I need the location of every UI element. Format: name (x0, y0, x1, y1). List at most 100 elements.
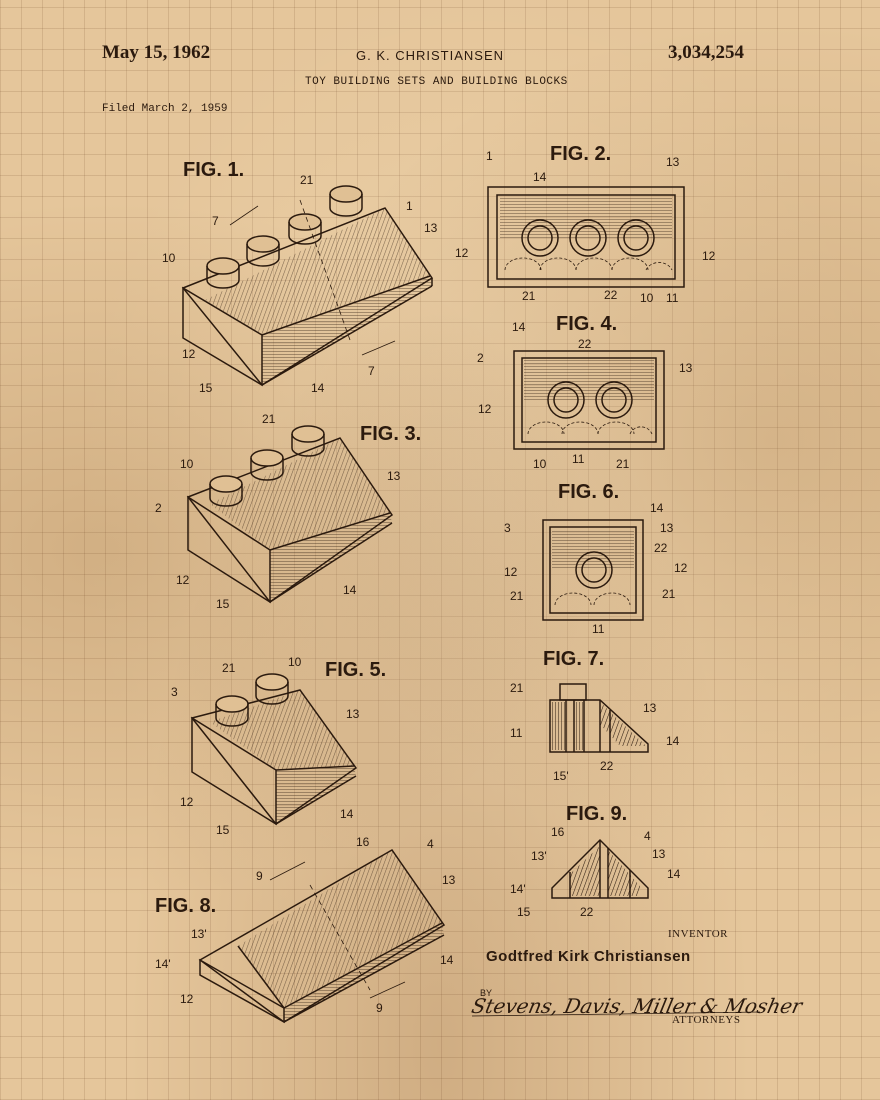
fig6-ref-12a: 12 (504, 565, 518, 579)
fig9-ref-13p: 13' (531, 849, 547, 863)
fig8-ref-14p: 14' (155, 957, 171, 971)
fig4-ref-12: 12 (478, 402, 492, 416)
fig1-ref-21: 21 (300, 173, 314, 187)
fig5-ref-21: 21 (222, 661, 236, 675)
fig1-ref-1: 1 (406, 199, 413, 213)
fig8-ref-13: 13 (442, 873, 456, 887)
fig3-ref-12: 12 (176, 573, 190, 587)
fig4-ref-11: 11 (572, 452, 585, 466)
fig8-title: FIG. 8. (155, 895, 216, 917)
fig3-ref-21: 21 (262, 412, 276, 426)
fig8-ref-4: 4 (427, 837, 434, 851)
fig1-ref-14: 14 (311, 381, 325, 395)
fig6-ref-21b: 21 (662, 587, 676, 601)
fig4-ref-14: 14 (512, 320, 526, 334)
fig9-title: FIG. 9. (566, 803, 627, 825)
fig6-ref-21a: 21 (510, 589, 524, 603)
fig2-ref-10: 10 (640, 291, 654, 305)
fig8-ref-9a: 9 (256, 869, 263, 883)
fig4-ref-2: 2 (477, 351, 484, 365)
inventor-label: INVENTOR (668, 928, 729, 940)
fig8-ref-9b: 9 (376, 1001, 383, 1015)
fig9-ref-14: 14 (667, 867, 681, 881)
fig7-ref-14: 14 (666, 734, 680, 748)
figure-8-drawing: FIG. 8. 9 9 16 4 13 14 13' 14' 12 (155, 835, 456, 1024)
fig2-ref-11: 11 (666, 291, 679, 305)
filed-date: Filed March 2, 1959 (102, 103, 228, 115)
fig5-ref-13: 13 (346, 707, 360, 721)
fig4-ref-13: 13 (679, 361, 693, 375)
fig2-ref-12a: 12 (455, 246, 469, 260)
fig2-ref-21: 21 (522, 289, 536, 303)
fig3-ref-15: 15 (216, 597, 230, 611)
fig5-title: FIG. 5. (325, 659, 386, 681)
fig1-ref-7a: 7 (212, 214, 219, 228)
fig4-ref-21: 21 (616, 457, 630, 471)
fig7-ref-13: 13 (643, 701, 657, 715)
attorney-signature: Stevens, Davis, Miller & Mosher (469, 994, 805, 1018)
fig4-ref-22: 22 (578, 337, 592, 351)
fig4-ref-10: 10 (533, 457, 547, 471)
fig1-ref-10: 10 (162, 251, 176, 265)
figure-9-drawing: FIG. 9. 16 4 13' 13 14' 14 15 22 (510, 803, 681, 919)
attorneys-label: ATTORNEYS (672, 1014, 741, 1026)
fig8-ref-14: 14 (440, 953, 454, 967)
fig6-ref-3: 3 (504, 521, 511, 535)
fig6-ref-22: 22 (654, 541, 668, 555)
fig2-ref-13: 13 (666, 155, 680, 169)
fig3-ref-13: 13 (387, 469, 401, 483)
figure-2-drawing: FIG. 2. 1 14 13 12 12 21 22 10 11 (455, 143, 716, 305)
figure-3-drawing: FIG. 3. 21 10 2 13 12 15 14 (155, 412, 421, 611)
figure-4-drawing: FIG. 4. 14 22 2 13 12 10 11 21 (477, 313, 693, 471)
fig8-ref-16: 16 (356, 835, 370, 849)
fig3-ref-2: 2 (155, 501, 162, 515)
fig6-ref-12b: 12 (674, 561, 688, 575)
fig9-ref-16: 16 (551, 825, 565, 839)
fig9-ref-22: 22 (580, 905, 594, 919)
fig2-ref-14: 14 (533, 170, 547, 184)
fig6-ref-13: 13 (660, 521, 674, 535)
fig1-ref-7b: 7 (368, 364, 375, 378)
fig3-ref-14: 14 (343, 583, 357, 597)
fig2-title: FIG. 2. (550, 143, 611, 165)
fig7-ref-11: 11 (510, 726, 523, 740)
fig9-ref-14p: 14' (510, 882, 526, 896)
fig8-ref-12: 12 (180, 992, 194, 1006)
fig5-ref-15: 15 (216, 823, 230, 837)
fig1-ref-15: 15 (199, 381, 213, 395)
fig9-ref-13: 13 (652, 847, 666, 861)
fig7-ref-22: 22 (600, 759, 614, 773)
fig6-title: FIG. 6. (558, 481, 619, 503)
patent-date: May 15, 1962 (102, 42, 211, 63)
inventor-header: G. K. CHRISTIANSEN (356, 48, 505, 63)
fig3-ref-10: 10 (180, 457, 194, 471)
fig1-title: FIG. 1. (183, 159, 244, 181)
fig7-ref-15p: 15' (553, 769, 569, 783)
fig1-ref-13: 13 (424, 221, 438, 235)
figure-5-drawing: FIG. 5. 21 10 3 13 12 15 14 (171, 655, 386, 837)
fig8-ref-13p: 13' (191, 927, 207, 941)
fig7-ref-21: 21 (510, 681, 524, 695)
signature-line (471, 1011, 761, 1017)
fig5-ref-14: 14 (340, 807, 354, 821)
fig7-title: FIG. 7. (543, 648, 604, 670)
fig5-ref-3: 3 (171, 685, 178, 699)
fig5-ref-10: 10 (288, 655, 302, 669)
fig6-ref-14: 14 (650, 501, 664, 515)
patent-title: TOY BUILDING SETS AND BUILDING BLOCKS (305, 76, 568, 88)
fig9-ref-4: 4 (644, 829, 651, 843)
inventor-name: Godtfred Kirk Christiansen (486, 948, 691, 965)
fig2-ref-1: 1 (486, 149, 493, 163)
fig5-ref-12: 12 (180, 795, 194, 809)
fig4-title: FIG. 4. (556, 313, 617, 335)
patent-number: 3,034,254 (668, 42, 744, 63)
figure-6-drawing: FIG. 6. 14 3 13 22 12 12 21 21 11 (504, 481, 688, 636)
fig2-ref-12b: 12 (702, 249, 716, 263)
fig9-ref-15: 15 (517, 905, 531, 919)
fig2-ref-22: 22 (604, 288, 618, 302)
figure-1-drawing: FIG. 1. 7 7 21 1 13 10 12 15 14 (162, 159, 438, 395)
fig1-ref-12: 12 (182, 347, 196, 361)
fig3-title: FIG. 3. (360, 423, 421, 445)
